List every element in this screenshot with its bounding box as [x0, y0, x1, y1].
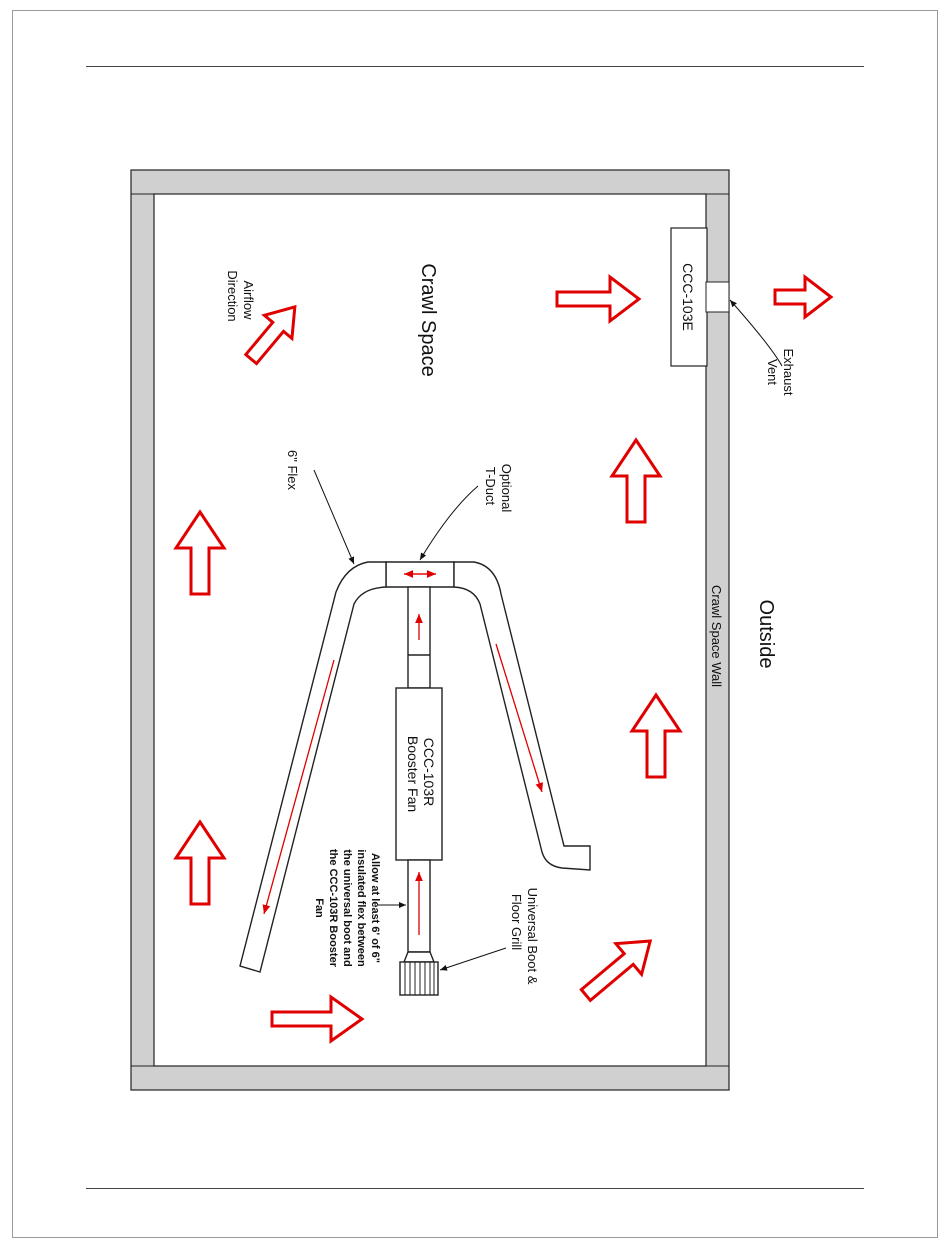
airflow-label-line1: Airflow [241, 280, 256, 320]
tduct-label-line1: Optional [499, 464, 514, 513]
note-line2: insulated flex between [355, 849, 367, 967]
boot-transition [404, 952, 434, 962]
note-line1: Allow at least 6' of 6" [369, 853, 381, 963]
outside-label: Outside [755, 600, 777, 669]
note-line5: Fan [313, 898, 325, 918]
exhaust-vent-label-line2: Vent [765, 359, 780, 385]
boot-label-line2: Floor Grill [509, 894, 524, 950]
booster-fan-label-line1: CCC-103R [421, 738, 437, 806]
ccc-103e-label: CCC-103E [680, 263, 696, 331]
tduct-label-line2: T-Duct [483, 467, 498, 506]
airflow-label-line2: Direction [225, 270, 240, 321]
universal-boot [400, 962, 438, 995]
crawl-space-label: Crawl Space [417, 263, 439, 376]
note-line4: the CCC-103R Booster [327, 849, 339, 968]
boot-label-line1: Universal Boot & [525, 888, 540, 985]
exhaust-vent [706, 282, 729, 312]
booster-fan-label-line2: Booster Fan [405, 736, 421, 812]
airflow-arrow-outside [775, 277, 831, 317]
exhaust-vent-pointer [730, 300, 782, 366]
note-line3: the universal boot and [341, 849, 353, 966]
crawl-space-wall-label: Crawl Space Wall [709, 585, 724, 687]
flex-label: 6" Flex [285, 450, 300, 491]
ccc-103e-unit: CCC-103E [671, 228, 707, 366]
exhaust-vent-label-line1: Exhaust [781, 349, 796, 396]
